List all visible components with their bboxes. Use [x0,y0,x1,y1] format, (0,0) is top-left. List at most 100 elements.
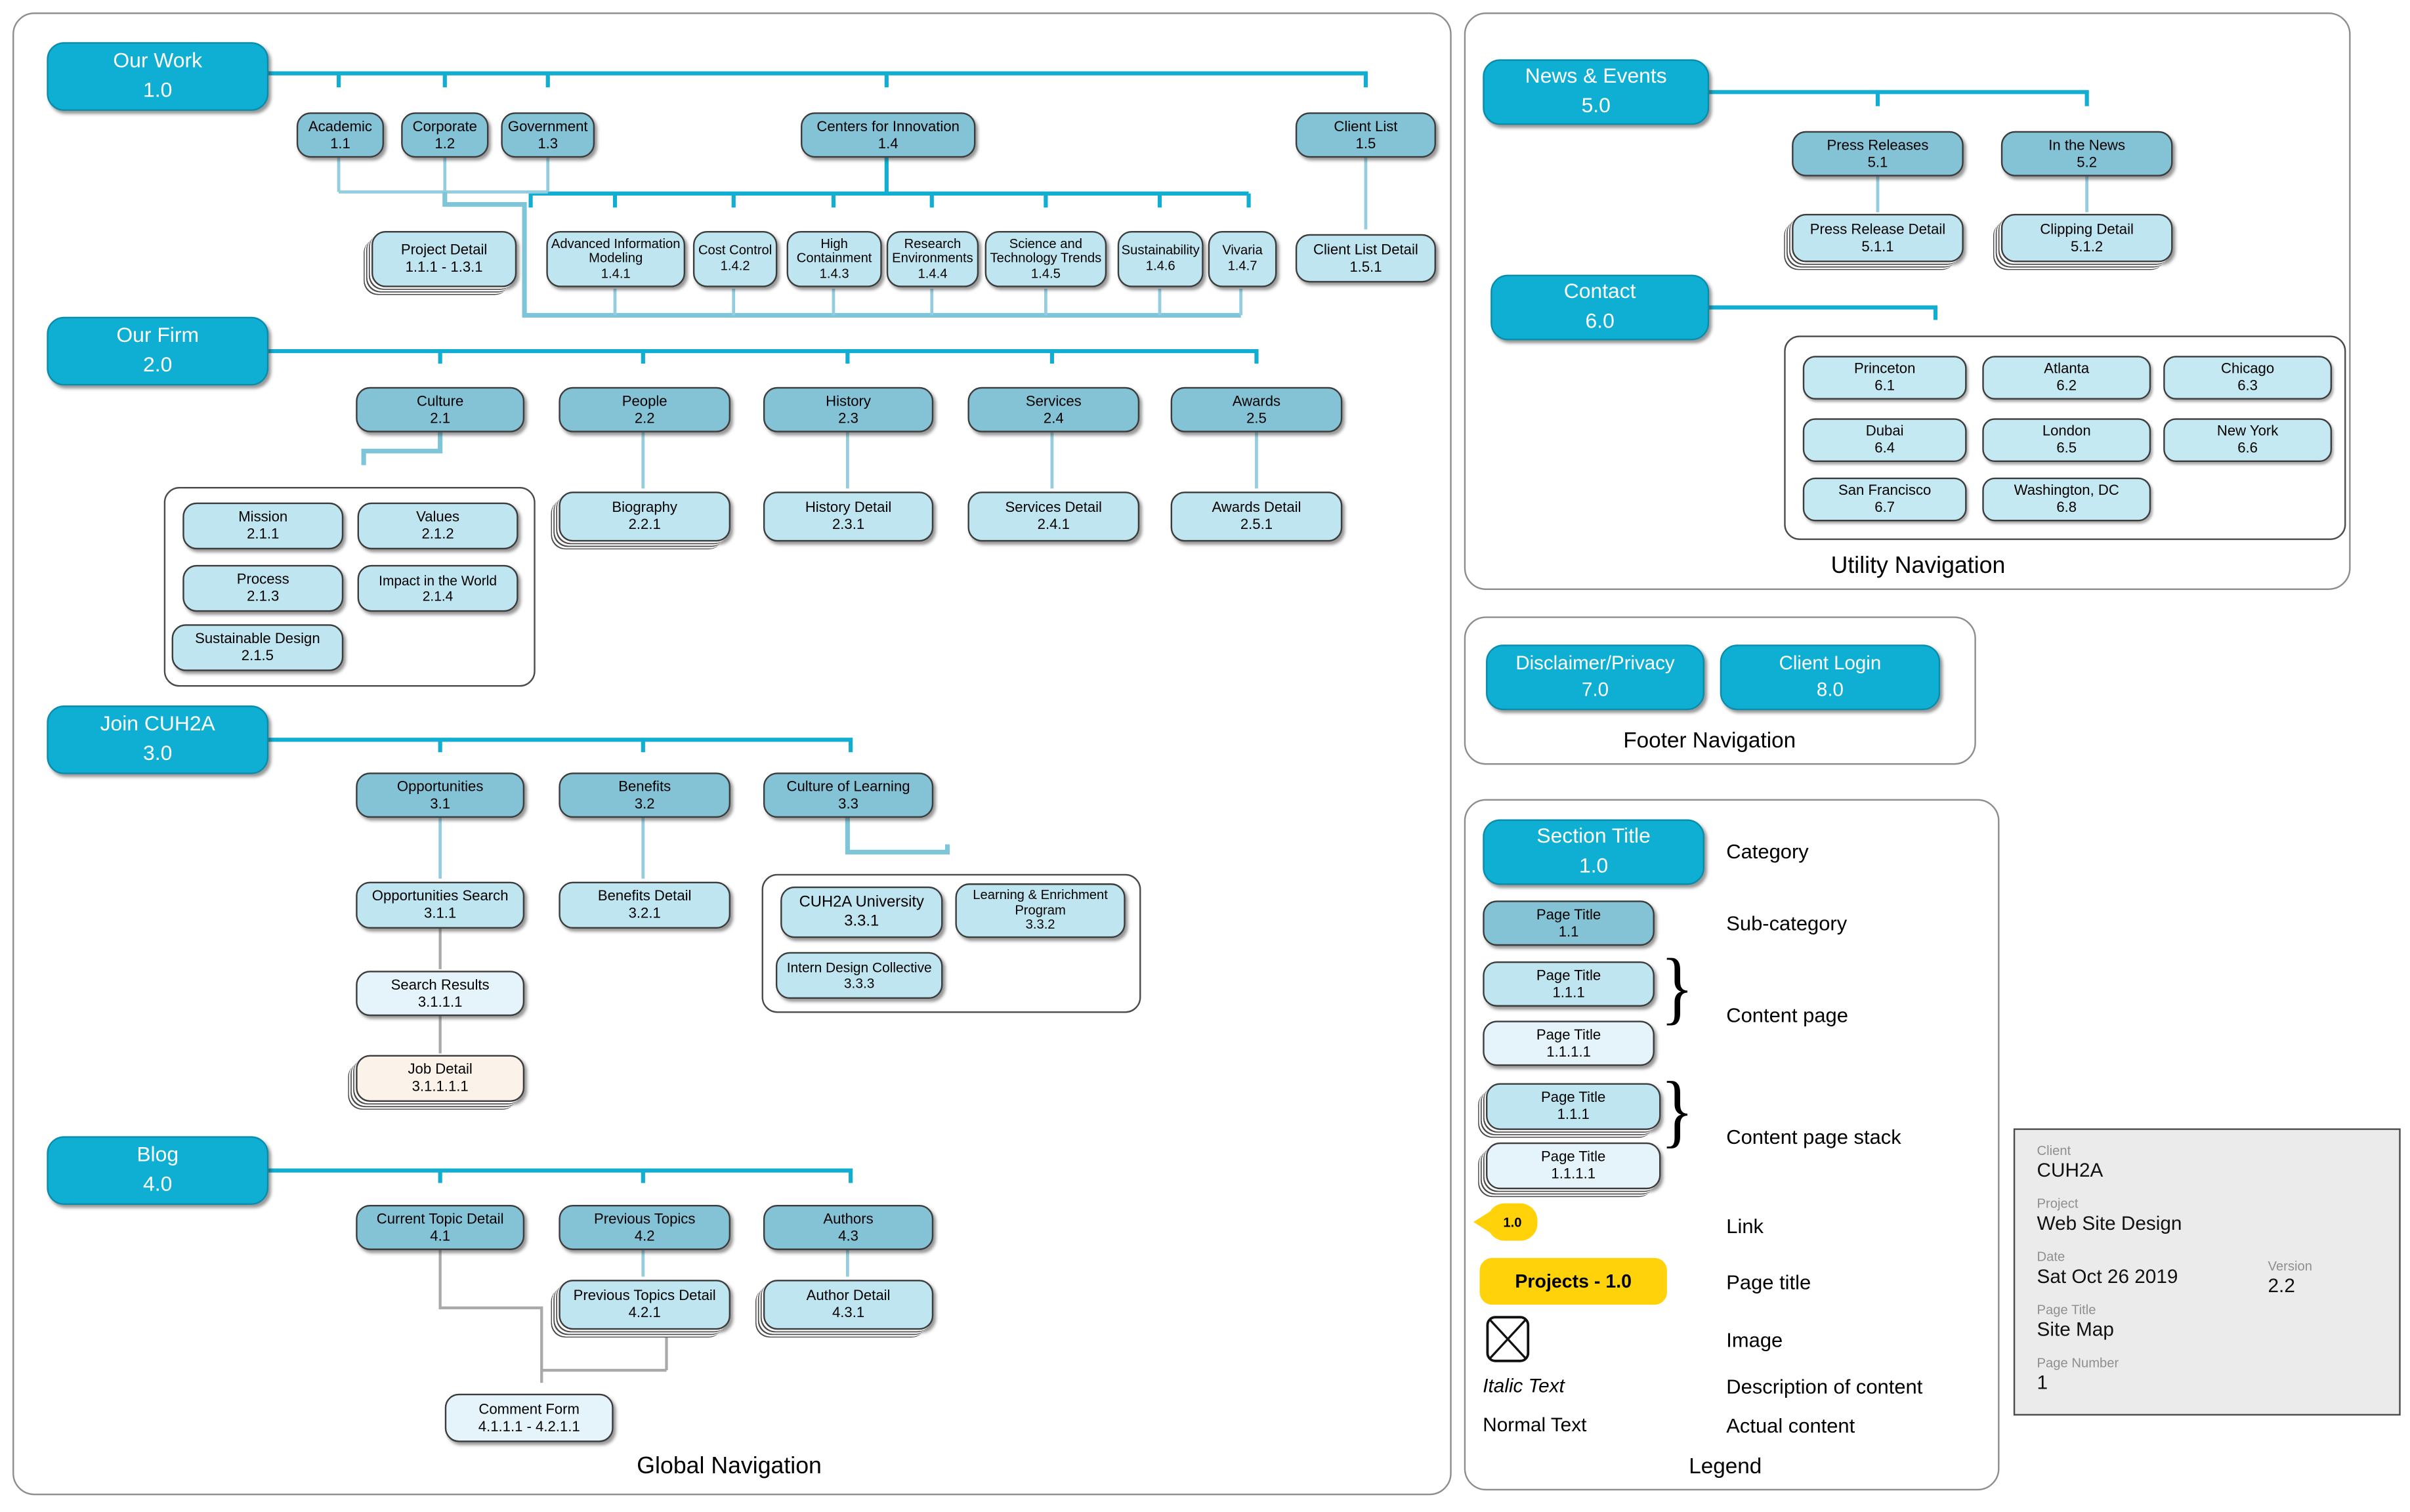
node-title: Culture of Learning [786,778,910,794]
node-number: 6.3 [2237,377,2258,394]
node-title: Intern Design Collective [786,959,932,975]
node-number: 3.2 [634,795,655,811]
node-title: Impact in the World [379,572,497,588]
node-title: History Detail [805,499,892,515]
node-title: San Francisco [1838,482,1932,498]
node-title: Corporate [412,117,477,134]
node-number: 1.3 [538,135,559,151]
node-title: Disclaimer/Privacy [1515,652,1675,675]
node-number: 4.2 [634,1227,655,1244]
node-number: 3.1.1.1 [417,993,463,1009]
node-number: 1.1 [330,135,350,151]
node-number: 5.2 [2077,154,2098,170]
node-number: 2.2 [634,410,655,426]
version-column: Version 2.2 [2268,1258,2312,1297]
page-title-chip: Projects - 1.0 [1479,1257,1667,1305]
node-title: Project Detail [400,242,488,258]
node-title: Awards [1232,392,1281,408]
node-number: 3.3.2 [1025,916,1055,933]
node-number: 1.4.2 [720,257,750,274]
node-title: Join CUH2A [100,712,215,736]
page-number-value: 1 [2037,1372,2048,1394]
node-title: High Containment [796,235,872,266]
legend-italic-desc: Description of content [1726,1375,1923,1398]
node-number: 3.3.1 [844,912,879,930]
node-number: 1.4.4 [918,264,948,281]
node-number: 1.1 [1558,923,1579,939]
link-balloon-icon: 1.0 [1473,1203,1538,1241]
legend-brace: } [1660,944,1694,1034]
node-title: Academic [308,117,372,134]
node-number: 1.5.1 [1349,258,1382,274]
node-title: History [826,392,871,408]
node-title: Contact [1563,280,1636,303]
node-number: 1.0 [143,77,173,102]
